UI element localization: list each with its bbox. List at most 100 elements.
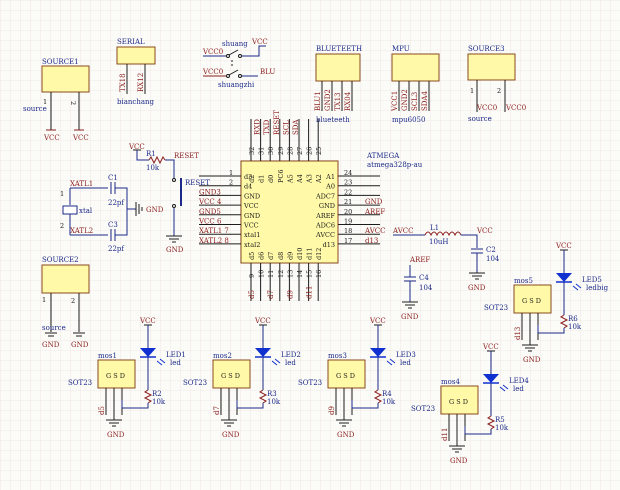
- mcu-right-num: 20: [344, 208, 352, 216]
- led-value: led: [170, 359, 181, 367]
- bluetooth-pin-0: BLU1: [314, 91, 322, 111]
- source3-pin1: 1: [470, 87, 474, 95]
- mcu-bottom-num: 12: [277, 270, 285, 278]
- mcu-top-num: 29: [277, 147, 285, 155]
- mosfet-body: [327, 359, 366, 389]
- mpu-pin-2: SCL3: [411, 92, 419, 111]
- gate-net: d13: [514, 327, 522, 340]
- source1-net2: VCC: [72, 134, 89, 142]
- mcu-top-net: RESET: [273, 110, 281, 135]
- reset-vcc: VCC: [128, 143, 145, 151]
- source2-comment: source: [42, 324, 66, 332]
- mcu-right-net: AREF: [364, 208, 385, 216]
- bluetooth-pin-3: RX04: [344, 91, 352, 111]
- source1-net1: VCC: [43, 134, 60, 142]
- crystal-net2: XATL2: [70, 227, 93, 235]
- switch-top-name: shuang: [222, 40, 248, 48]
- led-value: ledbig: [586, 284, 609, 292]
- mcu-bottom-net: d7: [267, 290, 275, 299]
- mcu-right-pin-name: ADC6: [315, 222, 335, 230]
- led-value: led: [285, 359, 296, 367]
- serial-connector[interactable]: SERIAL TX18 RX12 bianchang: [116, 38, 156, 106]
- crystal-circuit: XATL1 C1 22pf GND xtal 1 2 XATL2 C3 22pf: [60, 174, 164, 253]
- mcu-top-num: 25: [315, 147, 323, 155]
- mcu-right-num: 18: [344, 227, 352, 235]
- mcu-right-pin-name: AVCC: [315, 231, 335, 239]
- gate-net: d7: [213, 406, 221, 415]
- mcu-left-pin-name: GND: [244, 212, 260, 220]
- led-icon: [140, 348, 156, 357]
- source1-connector[interactable]: SOURCE1 1 2 source VCC VCC: [23, 58, 90, 142]
- gate-net: d9: [328, 406, 336, 415]
- mos-label: mos1: [98, 352, 117, 360]
- mcu-right-num: 17: [344, 237, 352, 245]
- resistor-value: 10k: [382, 398, 396, 406]
- led-label: LED4: [509, 377, 529, 385]
- mpu-comment: mpu6050: [392, 116, 425, 124]
- switch-out2: BLU: [260, 68, 275, 76]
- power-switch[interactable]: shuang VCC0 VCC VCC0 BLU shuangzhi: [202, 38, 275, 89]
- mcu-part: atmega328p-au: [367, 161, 423, 169]
- source3-connector[interactable]: SOURCE3 1 2 VCC0 VCC0 source: [467, 45, 526, 123]
- resistor-label: R6: [568, 315, 578, 323]
- driver-vcc: VCC: [139, 317, 156, 325]
- c4-label: C4: [419, 274, 429, 282]
- mcu-right-net: d13: [365, 237, 378, 245]
- source2-connector[interactable]: SOURCE2 1 2 source GND GND: [41, 256, 90, 349]
- mcu-top-num: 27: [296, 147, 304, 155]
- r1-label: R1: [146, 150, 156, 158]
- bluetooth-pin-1: GND2: [324, 89, 332, 111]
- driver-vcc: VCC: [482, 343, 499, 351]
- mcu-left-net: VCC 4: [198, 198, 222, 206]
- mcu-top-net: TXD: [263, 119, 271, 135]
- package-label: SOT23: [68, 379, 92, 387]
- led-icon: [483, 374, 499, 383]
- source2-pin1: 1: [42, 296, 46, 304]
- c4-value: 104: [419, 284, 433, 292]
- mcu-right-pin-name: d13: [323, 241, 335, 249]
- c1-label: C1: [108, 174, 118, 182]
- reset-gnd: GND: [166, 246, 184, 254]
- source3-comment: source: [468, 115, 492, 123]
- switch-bottom-name: shuangzhi: [218, 81, 255, 89]
- mpu-label: MPU: [392, 45, 410, 53]
- driver-gnd: GND: [523, 356, 541, 364]
- driver-vcc: VCC: [555, 242, 572, 250]
- mcu-bottom-pin-name: d9: [286, 252, 294, 260]
- mcu-bottom-net: d9: [286, 290, 294, 299]
- source3-net1: VCC0: [476, 104, 497, 112]
- mcu-top-pin-name: PC6: [277, 170, 285, 183]
- crystal-net1: XATL1: [70, 180, 93, 188]
- source1-pin2: 2: [69, 101, 77, 105]
- serial-pin-tx: TX18: [119, 73, 127, 92]
- serial-label: SERIAL: [117, 38, 145, 46]
- mcu-left-net: GND5: [199, 208, 221, 216]
- mcu-top-pin-name: d2: [248, 175, 256, 183]
- c2-gnd: GND: [468, 284, 486, 292]
- mpu-pin-3: SDA4: [421, 91, 429, 111]
- mosfet-pin-names: G S D: [106, 372, 125, 380]
- mcu-top-pin-name: A2: [315, 174, 323, 184]
- mcu-top-num: 32: [248, 147, 256, 155]
- mcu-left-pin-name: xtal2: [244, 241, 260, 249]
- led-label: LED3: [396, 351, 416, 359]
- led-label: LED1: [166, 351, 186, 359]
- mcu-top-pin-name: d1: [258, 175, 266, 183]
- mcu-right-pin-name: A1: [325, 173, 335, 181]
- mcu-left-pin-name: VCC: [243, 222, 259, 230]
- mcu-left-pin-name: VCC: [243, 202, 259, 210]
- mosfet-pin-names: G S D: [522, 297, 541, 305]
- mcu-bottom-pin-name: d5: [248, 252, 256, 260]
- mcu-left-pin-name: GND: [244, 192, 260, 200]
- reset-circuit: VCC R1 10k RESET RESET GND: [128, 143, 210, 254]
